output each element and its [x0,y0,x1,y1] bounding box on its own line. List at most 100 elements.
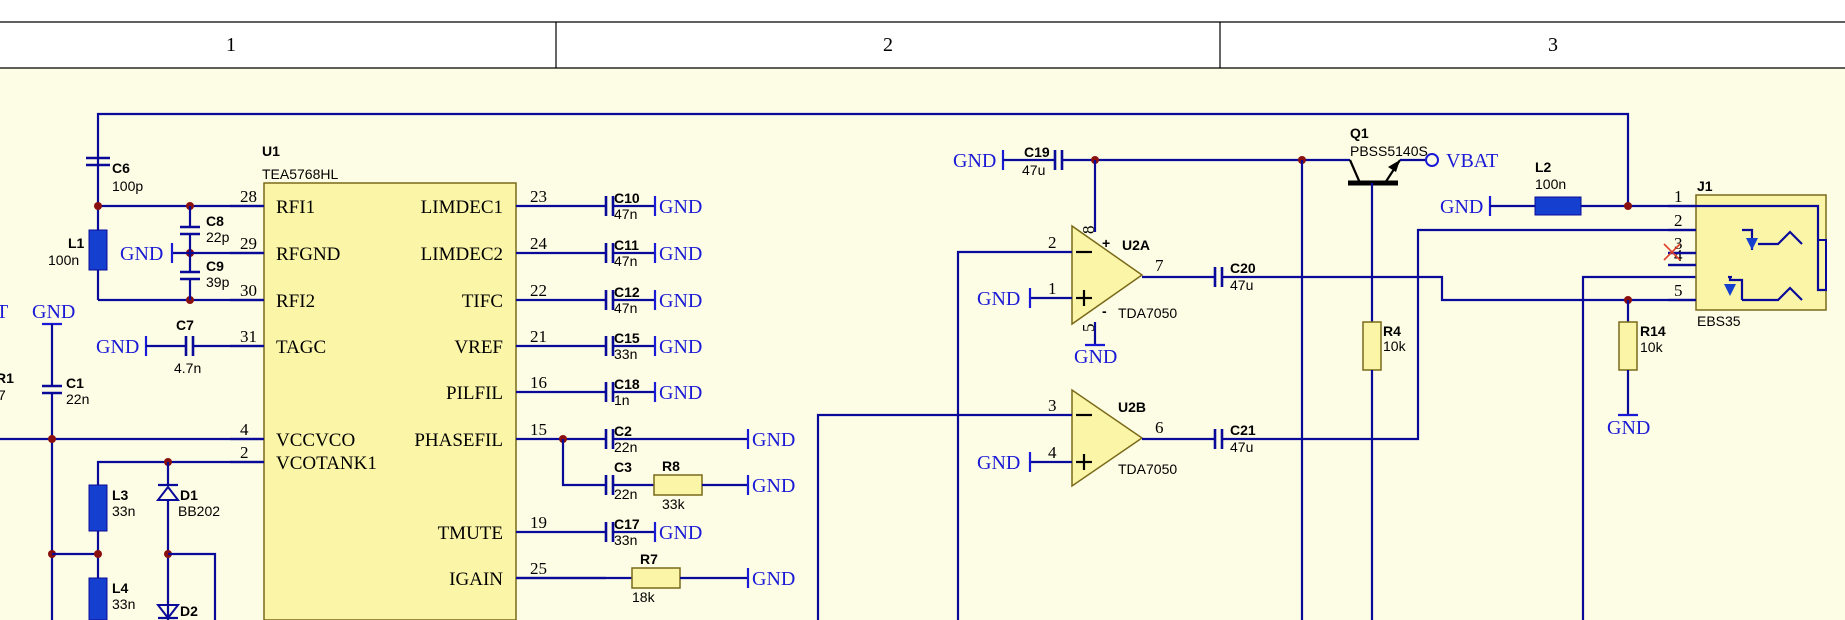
u1-pin-number-30: 30 [240,281,257,300]
u1-pin-name-tagc: TAGC [276,337,326,358]
net-gnd: GND [659,243,702,265]
c12-ref: C12 [614,284,640,300]
net-gnd: GND [32,301,75,323]
d1-value: BB202 [178,503,220,519]
u1-ref: U1 [262,143,280,159]
c17-ref: C17 [614,516,640,532]
net-gnd: GND [120,243,163,265]
r4-ref: R4 [1383,323,1401,339]
wire-c21-out [1222,228,1696,441]
l1-value: 100n [48,252,79,268]
c9-ref: C9 [206,258,224,274]
u2b-ref: U2B [1118,399,1146,415]
u2a-gnd-minus: - [1102,303,1107,319]
j1-spring [1742,286,1803,302]
c21-value: 47u [1230,439,1253,455]
u2a-pin-noninv: 1 [1048,279,1057,298]
r7-resistor [631,567,681,589]
u1-pin-name-vccvco: VCCVCO [276,430,355,451]
net-gnd: GND [659,336,702,358]
c8-ref: C8 [206,213,224,229]
wire-top-bus [96,112,1630,206]
l3-inductor [88,484,108,532]
u1-pin-name-rfi1: RFI1 [276,197,315,218]
j1-sleeve-body [1817,239,1827,291]
d2-diode [155,604,181,620]
r7-value: 18k [632,589,656,605]
c11-value: 47n [614,253,637,269]
u1-value: TEA5768HL [262,166,338,182]
l4-inductor [88,577,108,620]
u2a-value: TDA7050 [1118,305,1177,321]
c2-ref: C2 [614,423,632,439]
c6-ref: C6 [112,160,130,176]
c19-ref: C19 [1024,144,1050,160]
net-gnd: GND [659,522,702,544]
net-gnd: GND [1074,346,1117,368]
c18-ref: C18 [614,376,640,392]
l2-ref: L2 [1535,159,1552,175]
j1-pin-number-3: 3 [1674,234,1683,253]
u1-pin-number-2: 2 [240,443,249,462]
r7-ref: R7 [640,551,658,567]
d2-ref: D2 [180,603,198,619]
u2b-pin-inv: 3 [1048,396,1057,415]
u2a-pin-out: 7 [1155,256,1164,275]
wire-c20-out [1222,275,1742,302]
l2-value: 100n [1535,176,1566,192]
r4-resistor [1362,321,1382,371]
u1-pin-number-19: 19 [530,513,547,532]
zone-label-1: 1 [226,34,236,56]
u1-pin-name-pilfil: PILFIL [446,383,503,404]
c3-ref: C3 [614,459,632,475]
net-gnd: GND [1607,417,1650,439]
q1-arrow [1388,160,1400,172]
r4-value: 10k [1383,338,1407,354]
c6-value: 100p [112,178,143,194]
zone-label-3: 3 [1548,34,1558,56]
j1-pin-number-4: 4 [1674,246,1683,265]
c7-ref: C7 [176,317,194,333]
r14-resistor [1618,321,1638,371]
wire-vcotank1 [96,460,264,485]
j1-contact [1728,277,1744,300]
j1-contact-arrow [1724,284,1736,296]
vbat-port [1425,153,1439,167]
d1-ref: D1 [180,487,198,503]
u2a-pin-inv: 2 [1048,233,1057,252]
wire [168,552,217,620]
wire [561,439,606,487]
c15-value: 33n [614,346,637,362]
c10-value: 47n [614,206,637,222]
r14-ref: R14 [1640,323,1666,339]
j1-contact-arrow [1746,238,1758,250]
c20-value: 47u [1230,277,1253,293]
u2a-opamp [1071,224,1144,326]
u1-pin-name-igain: IGAIN [449,569,503,590]
q1-value: PBSS5140S [1350,143,1428,159]
net-gnd: GND [659,196,702,218]
net-vbat: VBAT [1446,150,1498,172]
r1-ref: R1 [0,370,14,386]
u1-pin-name-vref: VREF [454,337,503,358]
c19-value: 47u [1022,162,1045,178]
net-gnd: GND [96,336,139,358]
u1-pin-number-4: 4 [240,420,249,439]
u1-pin-number-22: 22 [530,281,547,300]
u1-pin-number-15: 15 [530,420,547,439]
l3-ref: L3 [112,487,129,503]
c3-value: 22n [614,486,637,502]
net-gnd: GND [752,429,795,451]
u1-pin-number-31: 31 [240,327,257,346]
l4-ref: L4 [112,580,129,596]
u2b-pin-noninv: 4 [1048,443,1057,462]
c1-ref: C1 [66,375,84,391]
l2-inductor [1534,196,1582,216]
u1-pin-number-16: 16 [530,373,547,392]
j1-pin-number-1: 1 [1674,187,1683,206]
net-vbat-left: T [0,301,8,323]
u1-right-caps: GNDC1047nGNDC1147nGNDC1247nGNDC1533nGNDC… [604,190,795,548]
net-gnd: GND [953,150,996,172]
c21-ref: C21 [1230,422,1256,438]
c10-ref: C10 [614,190,640,206]
